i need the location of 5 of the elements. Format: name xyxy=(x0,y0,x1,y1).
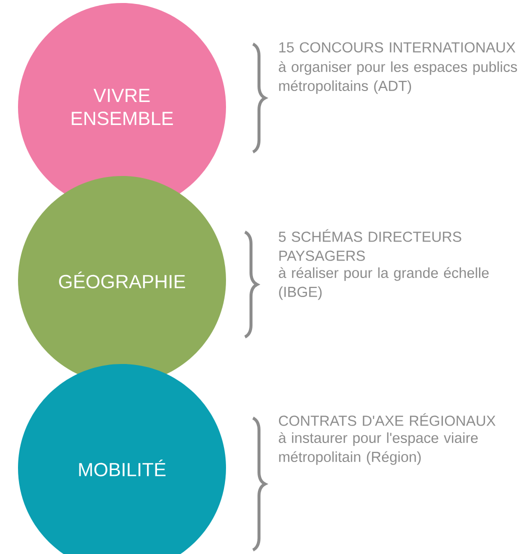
annotation-text: à instaurer pour l'espace viaire métropolitain (Région) xyxy=(278,432,478,465)
annotation-text: 15 CONCOURS INTERNATIONAUX xyxy=(279,42,516,52)
annotation-text: CONTRATS D'AXE RÉGIONAUX xyxy=(278,413,496,426)
annotation-text: à organiser pour les espaces publics métropolitains (ADT) xyxy=(278,61,517,94)
annotation-text: à réaliser pour la grande échelle (IBGE) xyxy=(278,267,489,300)
